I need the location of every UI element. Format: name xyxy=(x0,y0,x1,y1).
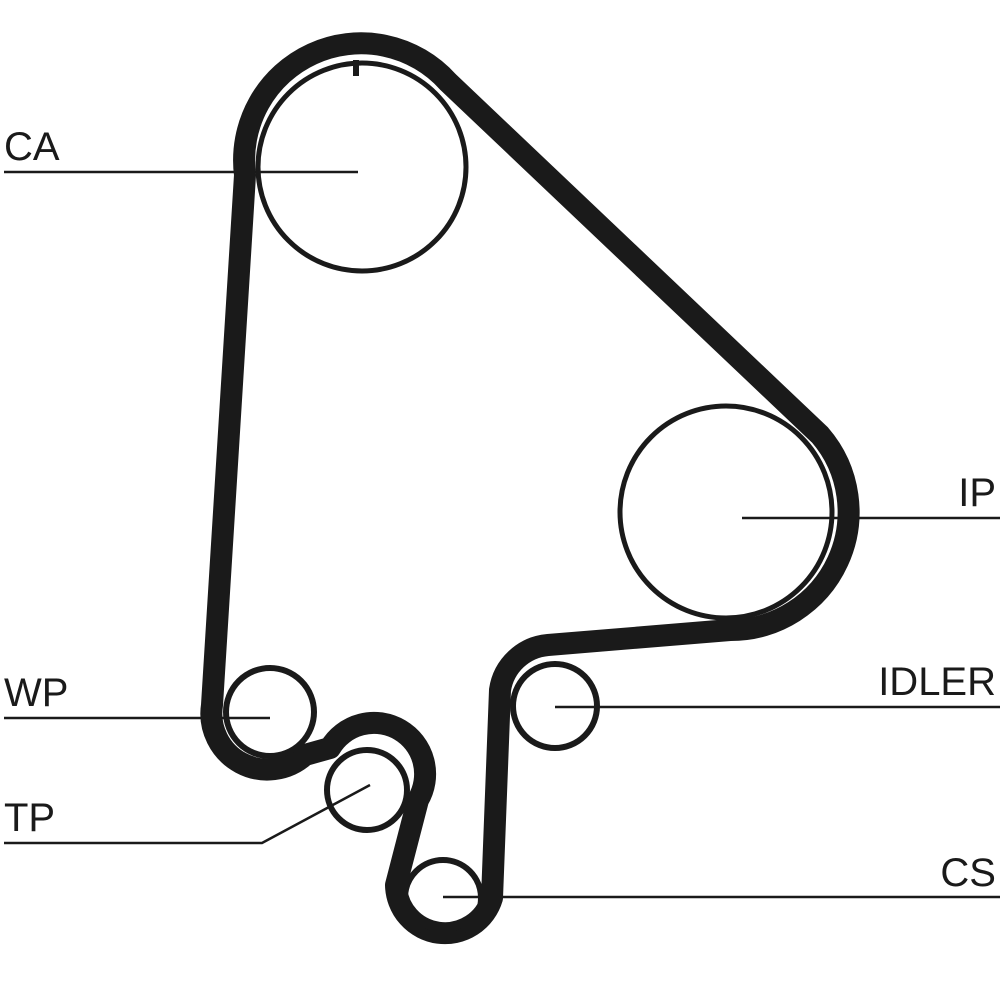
tp-leader-line xyxy=(4,783,371,845)
label-cs: CS xyxy=(940,851,996,895)
label-ca: CA xyxy=(4,125,60,169)
tensioner-pulley xyxy=(324,747,410,833)
injection-pump-pulley xyxy=(617,403,835,621)
label-wp: WP xyxy=(4,671,69,715)
timing-belt xyxy=(200,32,860,945)
camshaft-pulley xyxy=(255,60,469,274)
label-tp: TP xyxy=(4,796,56,840)
water-pump-pulley xyxy=(223,665,317,759)
label-ip: IP xyxy=(958,471,996,515)
label-idler: IDLER xyxy=(878,660,996,704)
